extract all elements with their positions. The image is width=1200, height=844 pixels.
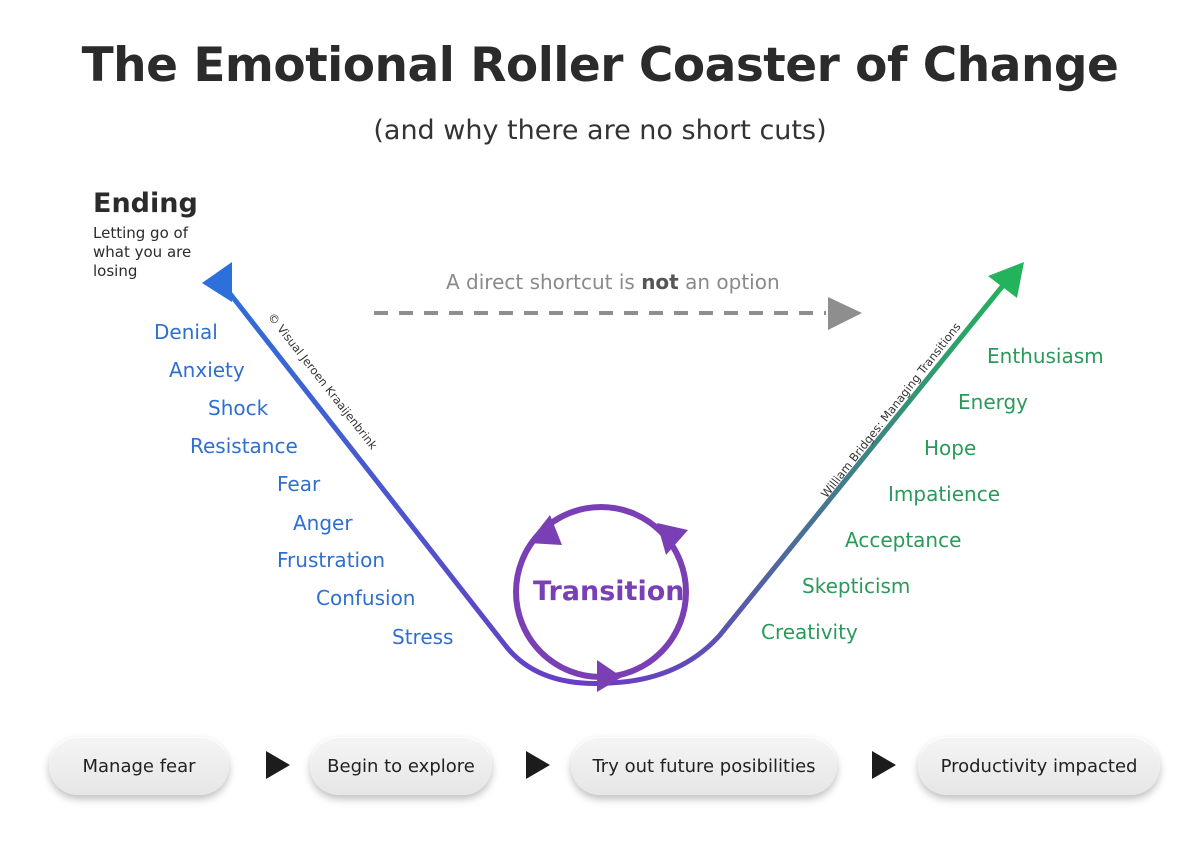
page-title: The Emotional Roller Coaster of Change — [81, 38, 1119, 93]
step-productivity-impacted: Productivity impacted — [918, 737, 1160, 795]
emotion-energy: Energy — [958, 390, 1029, 414]
emotion-skepticism: Skepticism — [802, 574, 911, 598]
emotion-fear: Fear — [277, 472, 321, 496]
emotion-hope: Hope — [924, 436, 977, 460]
emotion-creativity: Creativity — [761, 620, 858, 644]
shortcut-label: A direct shortcut is not an option — [446, 270, 780, 294]
emotion-acceptance: Acceptance — [845, 528, 962, 552]
emotion-stress: Stress — [392, 625, 454, 649]
ending-title: Ending — [93, 188, 198, 219]
step-arrow-icon-2 — [526, 751, 550, 779]
right-arrowhead — [988, 262, 1024, 298]
emotion-enthusiasm: Enthusiasm — [987, 344, 1104, 368]
transition-arrowhead-bottom — [597, 660, 622, 692]
emotion-anxiety: Anxiety — [169, 358, 245, 382]
emotion-anger: Anger — [293, 511, 353, 535]
transition-arrowhead-top-right — [657, 523, 688, 555]
emotion-frustration: Frustration — [277, 548, 385, 572]
emotion-impatience: Impatience — [888, 482, 1001, 506]
step-arrow-icon-1 — [266, 751, 290, 779]
step-arrow-icon-3 — [872, 751, 896, 779]
emotion-denial: Denial — [154, 320, 218, 344]
transition-arrowhead-top-left — [528, 515, 562, 545]
emotion-shock: Shock — [208, 396, 269, 420]
step-begin-to-explore: Begin to explore — [310, 737, 492, 795]
left-arrowhead — [202, 262, 232, 302]
shortcut-arrowhead — [828, 297, 862, 330]
step-try-out-future-posibilities: Try out future posibilities — [571, 737, 837, 795]
step-manage-fear: Manage fear — [49, 737, 229, 795]
left-curve — [221, 283, 613, 686]
ending-description: Letting go of what you are losing — [93, 224, 192, 280]
emotion-resistance: Resistance — [190, 434, 298, 458]
transition-label: Transition — [533, 576, 685, 607]
page-subtitle: (and why there are no short cuts) — [373, 115, 827, 146]
right-curve — [607, 280, 1008, 686]
emotion-confusion: Confusion — [316, 586, 416, 610]
